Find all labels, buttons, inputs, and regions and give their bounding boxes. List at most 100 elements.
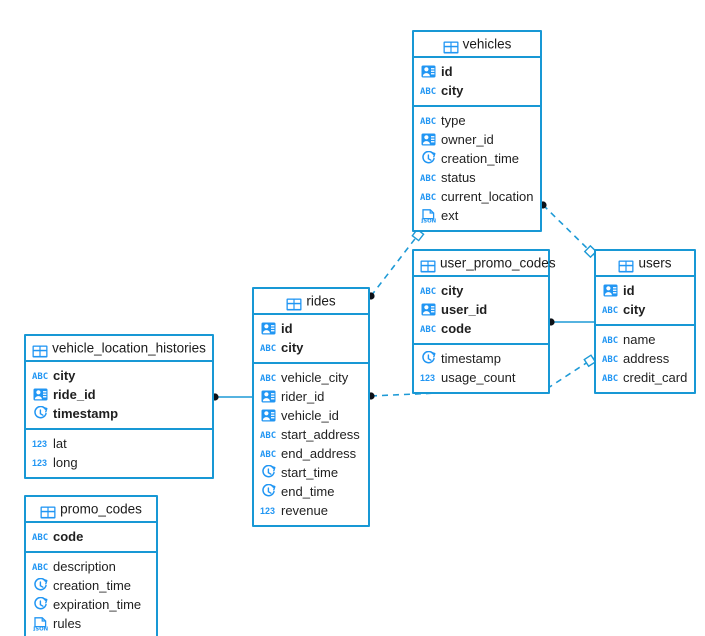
column-row[interactable]: vehicle_id <box>254 406 368 425</box>
relationship-user_promo_codes-to-users[interactable] <box>547 318 594 326</box>
column-row[interactable]: expiration_time <box>26 595 156 614</box>
column-row[interactable]: ABC end_address <box>254 444 368 463</box>
primary-key-row[interactable]: id <box>596 281 694 300</box>
string-icon: ABC <box>420 170 436 186</box>
string-icon: ABC <box>420 321 436 337</box>
column-row[interactable]: start_time <box>254 463 368 482</box>
table-icon <box>40 503 56 519</box>
primary-key-label: city <box>441 283 464 298</box>
string-icon: ABC <box>32 529 48 545</box>
table-header-rides[interactable]: rides <box>254 289 368 315</box>
column-label: owner_id <box>441 132 494 147</box>
table-icon <box>443 38 459 54</box>
column-row[interactable]: ABC status <box>414 168 540 187</box>
svg-text:ABC: ABC <box>602 355 618 364</box>
column-row[interactable]: rider_id <box>254 387 368 406</box>
string-icon: ABC <box>602 302 618 318</box>
timestamp-icon <box>32 578 48 594</box>
timestamp-icon <box>420 351 436 367</box>
primary-key-row[interactable]: id <box>254 319 368 338</box>
string-icon: ABC <box>420 189 436 205</box>
relationship-vehicle_location_histories-to-rides[interactable] <box>211 393 252 401</box>
string-icon: ABC <box>602 370 618 386</box>
primary-key-row[interactable]: id <box>414 62 540 81</box>
primary-key-row[interactable]: ABC code <box>414 319 548 338</box>
column-label: end_time <box>281 484 335 499</box>
column-row[interactable]: timestamp <box>414 349 548 368</box>
primary-key-label: id <box>281 321 293 336</box>
primary-key-row[interactable]: ABC city <box>414 281 548 300</box>
uuid-icon <box>260 408 276 424</box>
column-row[interactable]: 123 revenue <box>254 501 368 520</box>
table-header-promo_codes[interactable]: promo_codes <box>26 497 156 523</box>
table-header-vehicles[interactable]: vehicles <box>414 32 540 58</box>
svg-text:ABC: ABC <box>420 287 436 296</box>
svg-text:ABC: ABC <box>260 344 276 353</box>
table-header-user_promo_codes[interactable]: user_promo_codes <box>414 251 556 277</box>
column-label: vehicle_id <box>281 408 339 423</box>
timestamp-icon <box>32 597 48 613</box>
column-label: revenue <box>281 503 328 518</box>
column-label: lat <box>53 436 67 451</box>
primary-key-row[interactable]: ride_id <box>26 385 212 404</box>
number-icon: 123 <box>260 503 276 519</box>
svg-text:ABC: ABC <box>260 374 276 383</box>
svg-text:123: 123 <box>420 373 435 383</box>
timestamp-icon <box>32 406 48 422</box>
column-label: end_address <box>281 446 357 461</box>
column-row[interactable]: 123 lat <box>26 434 212 453</box>
svg-text:ABC: ABC <box>32 372 48 381</box>
column-row[interactable]: ABC description <box>26 557 156 576</box>
string-icon: ABC <box>260 340 276 356</box>
primary-key-label: user_id <box>441 302 488 317</box>
string-icon: ABC <box>260 446 276 462</box>
column-row[interactable]: creation_time <box>414 149 540 168</box>
svg-text:123: 123 <box>32 439 47 449</box>
svg-text:ABC: ABC <box>420 87 436 96</box>
primary-key-row[interactable]: timestamp <box>26 404 212 423</box>
column-row[interactable]: creation_time <box>26 576 156 595</box>
primary-key-row[interactable]: ABC city <box>26 366 212 385</box>
primary-key-label: city <box>53 368 76 383</box>
table-icon <box>32 342 48 358</box>
relationship-line <box>542 204 595 256</box>
svg-text:ABC: ABC <box>260 431 276 440</box>
table-header-vehicle_location_histories[interactable]: vehicle_location_histories <box>26 336 212 362</box>
column-label: timestamp <box>441 351 501 366</box>
column-label: description <box>53 559 116 574</box>
uuid-icon <box>420 64 436 80</box>
column-row[interactable]: owner_id <box>414 130 540 149</box>
column-row[interactable]: end_time <box>254 482 368 501</box>
table-name-label: promo_codes <box>60 501 142 517</box>
svg-text:ABC: ABC <box>32 563 48 572</box>
primary-key-label: ride_id <box>53 387 96 402</box>
primary-key-label: code <box>441 321 472 336</box>
column-label: status <box>441 170 476 185</box>
table-header-users[interactable]: users <box>596 251 694 277</box>
json-icon: JSON <box>420 208 436 224</box>
primary-key-row[interactable]: user_id <box>414 300 548 319</box>
